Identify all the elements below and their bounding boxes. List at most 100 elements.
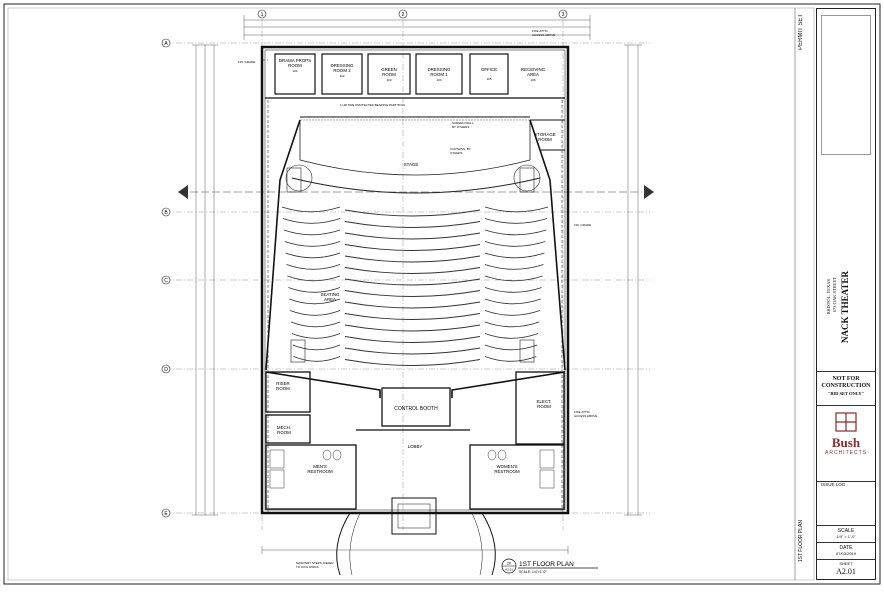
seat-row bbox=[484, 252, 545, 259]
svg-text:FIN. GRADE: FIN. GRADE bbox=[574, 223, 591, 227]
seat-row bbox=[484, 310, 541, 316]
entry-vestibule bbox=[336, 497, 496, 576]
section-markers bbox=[178, 185, 654, 199]
sheet-number: A2.01 bbox=[836, 567, 856, 576]
storage-room bbox=[530, 119, 565, 151]
seat-row bbox=[281, 206, 341, 213]
seat-row bbox=[484, 241, 546, 247]
seat-row bbox=[344, 347, 481, 355]
svg-text:20: 20 bbox=[507, 562, 511, 566]
grid-col-2: 2 bbox=[402, 12, 405, 18]
seat-row bbox=[286, 264, 341, 270]
svg-text:ROOM: ROOM bbox=[382, 72, 396, 77]
seat-row bbox=[484, 287, 542, 293]
seat-row bbox=[292, 344, 341, 351]
permit-set-label: PERMIT SET bbox=[798, 14, 804, 50]
stairs bbox=[285, 164, 541, 363]
seat-row bbox=[285, 252, 341, 259]
seat-row bbox=[344, 290, 481, 297]
seat-row bbox=[484, 206, 549, 213]
room-name: RECEIVING bbox=[521, 67, 546, 72]
seating-rows bbox=[281, 206, 549, 366]
svg-text:ROOM 2: ROOM 2 bbox=[333, 68, 351, 73]
top-dimensions bbox=[243, 15, 591, 40]
svg-text:AREA: AREA bbox=[324, 297, 336, 302]
room-name: GREEN bbox=[381, 67, 397, 72]
notes-panel bbox=[821, 15, 871, 155]
seat-row bbox=[484, 344, 538, 351]
svg-text:OTHERS: OTHERS bbox=[450, 151, 463, 155]
svg-text:B: B bbox=[164, 210, 168, 216]
rotated-sheet-title: 1ST FLOOR PLAN bbox=[798, 520, 804, 563]
svg-text:C: C bbox=[164, 278, 168, 284]
svg-text:FIN. GRADE: FIN. GRADE bbox=[238, 60, 255, 64]
seat-row bbox=[283, 229, 341, 236]
seat-row bbox=[287, 275, 341, 282]
room-name: DRESSING bbox=[331, 63, 355, 68]
seat-row bbox=[484, 298, 541, 305]
svg-text:ACCESS ABOVE: ACCESS ABOVE bbox=[532, 33, 555, 37]
svg-text:ROOM 1: ROOM 1 bbox=[430, 72, 448, 77]
seat-row bbox=[344, 301, 481, 309]
svg-text:101: 101 bbox=[292, 69, 297, 73]
svg-text:TO CIVIL DWGS.: TO CIVIL DWGS. bbox=[296, 565, 320, 569]
svg-text:ROOM: ROOM bbox=[538, 137, 552, 142]
restroom-fixtures bbox=[269, 449, 555, 489]
back-rooms bbox=[265, 53, 565, 99]
svg-text:RESTROOM: RESTROOM bbox=[494, 469, 520, 474]
not-for-construction-notice: NOT FOR CONSTRUCTION "BID SET ONLY" bbox=[817, 371, 875, 405]
firm-block: Bush ARCHITECTS bbox=[817, 405, 875, 475]
seat-row bbox=[344, 209, 481, 217]
svg-text:RESTROOM: RESTROOM bbox=[307, 469, 333, 474]
lower-rooms bbox=[265, 371, 565, 510]
room-labels: DRAMA PROPS ROOM 101 DRESSING ROOM 2 102… bbox=[276, 58, 556, 474]
svg-text:ROOM: ROOM bbox=[288, 63, 302, 68]
seat-row bbox=[344, 244, 481, 251]
storage-label: STORAGE bbox=[534, 132, 555, 137]
seat-row bbox=[289, 298, 341, 305]
svg-text:ACCESS ABOVE: ACCESS ABOVE bbox=[574, 414, 597, 418]
seat-row bbox=[344, 221, 481, 228]
svg-text:102: 102 bbox=[339, 74, 344, 78]
drawing-border bbox=[7, 7, 815, 581]
svg-text:BY OTHERS: BY OTHERS bbox=[452, 125, 469, 129]
seat-row bbox=[484, 333, 539, 339]
svg-text:AREA: AREA bbox=[527, 72, 539, 77]
seat-row bbox=[344, 232, 481, 240]
seat-row bbox=[484, 229, 547, 236]
riser-label: RISER bbox=[276, 381, 289, 386]
firm-subtitle: ARCHITECTS bbox=[825, 450, 867, 456]
fire-line bbox=[262, 59, 563, 512]
womens-label: WOMEN'S bbox=[496, 464, 517, 469]
svg-text:105: 105 bbox=[486, 77, 491, 81]
project-address-2: BRISTOL, TEXAS bbox=[826, 279, 831, 315]
firm-name: Bush bbox=[831, 435, 861, 450]
svg-text:104: 104 bbox=[436, 78, 441, 82]
seat-row bbox=[293, 356, 341, 362]
grid-col-3: 3 bbox=[562, 12, 565, 18]
room-name: DRESSING bbox=[428, 67, 452, 72]
svg-text:MASONRY STEPS, REFER: MASONRY STEPS, REFER bbox=[296, 561, 334, 565]
plan-title-block: 20 A2.01 1ST FLOOR PLAN SCALE: 1/4"=1'-0… bbox=[501, 558, 598, 574]
svg-text:1 HR FIRE PROTECTED BEARING PA: 1 HR FIRE PROTECTED BEARING PARTITION bbox=[340, 103, 405, 107]
plan-scale: SCALE: 1/4"=1'-0" bbox=[519, 570, 547, 574]
sheet-number-cell: SHEET A2.01 bbox=[817, 559, 875, 579]
svg-text:106: 106 bbox=[530, 78, 535, 82]
seat-row bbox=[344, 255, 481, 263]
seat-row bbox=[484, 321, 540, 328]
svg-text:ROOM: ROOM bbox=[537, 404, 551, 409]
seat-row bbox=[484, 275, 543, 282]
seat-row bbox=[284, 241, 341, 247]
room-name: DRAMA PROPS bbox=[279, 58, 311, 63]
grid-columns: 1 2 3 bbox=[257, 9, 568, 530]
seat-row bbox=[344, 324, 481, 332]
seat-row bbox=[290, 321, 341, 328]
seat-row bbox=[289, 310, 341, 316]
lobby-label: LOBBY bbox=[408, 444, 423, 449]
title-block: NACK THEATER 673 OAK STREET BRISTOL, TEX… bbox=[816, 8, 876, 580]
svg-text:103: 103 bbox=[386, 78, 391, 82]
seat-row bbox=[484, 264, 544, 270]
seat-row bbox=[344, 313, 481, 320]
seat-row bbox=[484, 356, 537, 362]
plan-title: 1ST FLOOR PLAN bbox=[519, 561, 574, 568]
